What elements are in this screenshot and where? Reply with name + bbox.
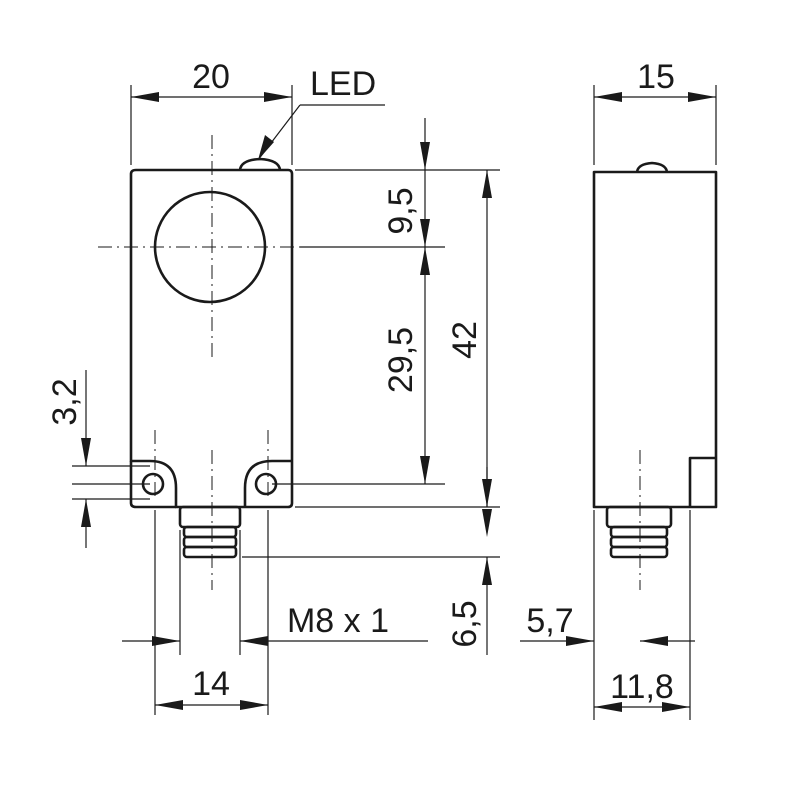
side-led-bump xyxy=(635,161,669,173)
hole-spacing-label: 14 xyxy=(192,665,230,703)
led-label: LED xyxy=(310,65,376,103)
led-leader xyxy=(257,104,385,161)
side-tab xyxy=(688,456,716,507)
dimension-led-to-center xyxy=(420,118,430,247)
dimension-side-width xyxy=(594,92,716,102)
side-connector-width-label: 11,8 xyxy=(610,668,674,706)
front-width-label: 20 xyxy=(192,58,230,96)
front-housing-left-ear xyxy=(129,461,176,509)
dimension-center-to-hole xyxy=(420,247,430,484)
dimension-thread xyxy=(122,636,428,646)
front-view xyxy=(98,135,300,590)
side-width-label: 15 xyxy=(637,58,675,96)
dimension-hole-offset xyxy=(81,370,91,548)
front-led-bump xyxy=(238,157,282,171)
thread-label: M8 x 1 xyxy=(287,602,389,640)
dimension-front-width xyxy=(131,92,292,102)
center-to-hole-label: 29,5 xyxy=(382,327,420,393)
connector-length-label: 6,5 xyxy=(446,600,484,647)
extension-lines xyxy=(72,85,717,720)
led-to-center-label: 9,5 xyxy=(382,187,420,234)
side-connector xyxy=(605,505,673,559)
connector-offset-label: 5,7 xyxy=(526,602,573,640)
side-view xyxy=(592,161,718,590)
front-connector xyxy=(178,505,242,559)
dimension-hole-spacing xyxy=(155,700,268,710)
hole-offset-label: 3,2 xyxy=(46,378,84,425)
front-housing-right-ear xyxy=(243,459,292,507)
dimension-side-connector-width xyxy=(594,702,690,712)
dimension-connector-offset xyxy=(520,636,695,646)
height-total-label: 42 xyxy=(446,321,484,359)
dimension-connector-length xyxy=(482,467,492,655)
